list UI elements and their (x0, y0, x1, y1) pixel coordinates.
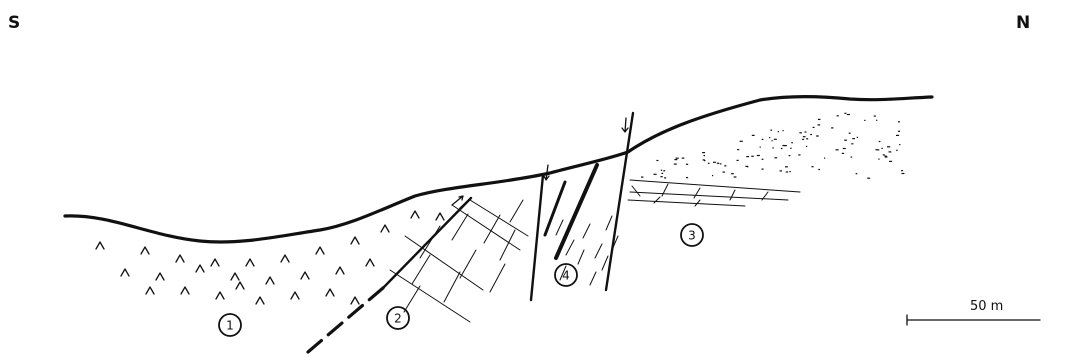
unit-3-limestone-beds (628, 180, 800, 206)
normal-fault-north (606, 113, 633, 290)
unit-3-number: 3 (688, 229, 696, 243)
unit-1-marker: 1 (219, 314, 241, 336)
unit-4-marker: 4 (555, 264, 577, 286)
unit-4-number: 4 (562, 269, 570, 283)
unit-2-marker: 2 (387, 307, 409, 329)
unit-1-volcanic-pattern (96, 211, 444, 304)
thrust-fault-solid (383, 198, 471, 288)
unit-1-number: 1 (226, 319, 234, 333)
dyke-1 (545, 182, 565, 235)
normal-fault-south (531, 175, 543, 300)
south-label: S (8, 13, 20, 33)
thrust-fault-dashed (308, 288, 383, 352)
dyke-2 (556, 165, 597, 258)
north-label: N (1016, 13, 1030, 33)
sandstone-dot-pattern (641, 113, 904, 179)
ground-surface (65, 97, 932, 242)
scale-bar-label: 50 m (970, 299, 1003, 314)
scale-bar: 50 m (907, 299, 1040, 325)
unit-3-marker: 3 (681, 224, 703, 246)
unit-2-number: 2 (394, 312, 402, 326)
